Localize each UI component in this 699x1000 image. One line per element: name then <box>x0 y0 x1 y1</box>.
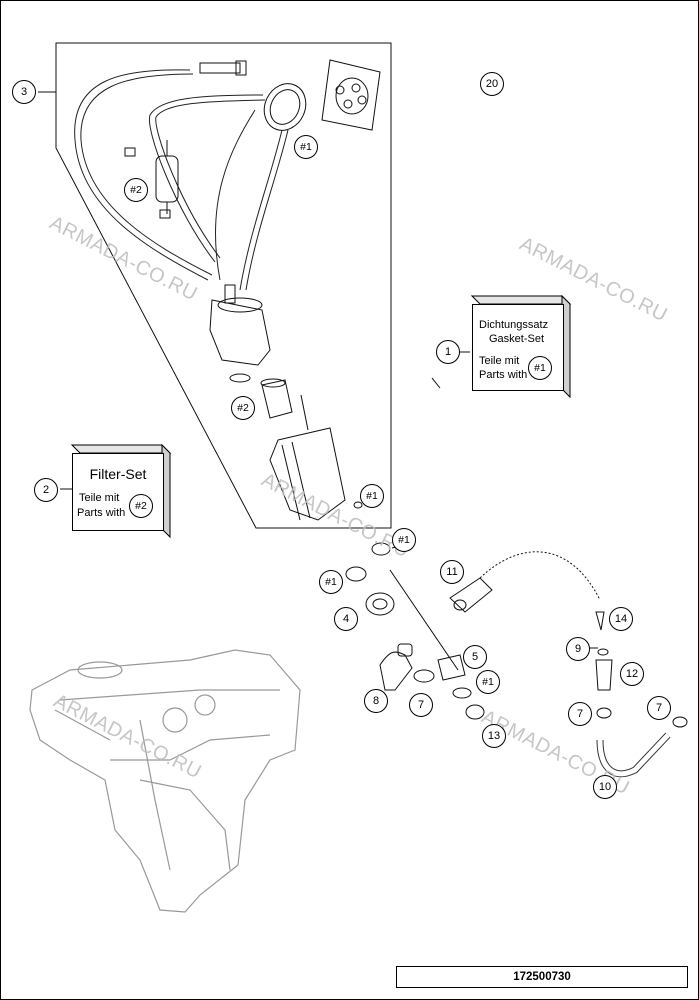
callout-12: 12 <box>620 662 644 686</box>
lower-fuel-fittings <box>345 542 688 778</box>
callout-7: 7 <box>568 702 592 726</box>
callout-7: 7 <box>409 693 433 717</box>
filter-set-parts-en: Parts with <box>77 507 126 519</box>
document-number: 172500730 <box>396 966 688 988</box>
gasket-set-box: Dichtungssatz Gasket-Set Teile mit Parts… <box>472 304 564 391</box>
gasket-set-ref-callout: #1 <box>528 356 552 380</box>
gasket-set-parts-en: Parts with <box>479 369 528 381</box>
callout-1: 1 <box>436 340 460 364</box>
inline-fuel-filter <box>124 140 179 219</box>
fuel-pump-body <box>209 284 271 383</box>
filter-sleeve <box>260 378 293 419</box>
callout-9: 9 <box>566 637 590 661</box>
sensor-cable <box>449 551 601 613</box>
electrical-connector <box>199 60 247 76</box>
gasket-set-title-en: Gasket-Set <box>489 333 545 345</box>
callout-20: 20 <box>480 72 504 96</box>
callout-3: 3 <box>12 80 36 104</box>
fuel-tank <box>29 649 301 913</box>
fuel-pump-group-outline <box>55 42 392 529</box>
callout-13: 13 <box>482 724 506 748</box>
gasket-box-shadow-top <box>470 295 572 305</box>
callout-7: 7 <box>647 696 671 720</box>
callout-14: 14 <box>609 607 633 631</box>
callout-ref-1: #1 <box>360 484 384 508</box>
callout-10: 10 <box>593 775 617 799</box>
callout-ref-2: #2 <box>124 178 148 202</box>
callout-4: 4 <box>334 607 358 631</box>
pump-strainer <box>269 394 363 521</box>
fuel-hoses <box>74 69 289 291</box>
callout-ref-1: #1 <box>392 528 416 552</box>
gasket-set-title-de: Dichtungssatz <box>479 319 549 331</box>
callout-ref-2: #2 <box>231 396 255 420</box>
callout-5: 5 <box>463 645 487 669</box>
callout-ref-1: #1 <box>476 670 500 694</box>
filter-set-title: Filter-Set <box>89 466 147 482</box>
flange-ring <box>263 83 307 131</box>
callout-8: 8 <box>364 689 388 713</box>
callout-11: 11 <box>440 560 464 584</box>
callout-ref-1: #1 <box>294 135 318 159</box>
filter-set-parts-de: Teile mit <box>79 492 120 504</box>
filter-set-box: Filter-Set Teile mit Parts with <box>72 453 164 531</box>
callout-ref-1: #1 <box>319 570 343 594</box>
filter-box-shadow-top <box>70 444 172 454</box>
filter-set-ref-callout: #2 <box>129 494 153 518</box>
gasket-set-parts-de: Teile mit <box>479 355 520 367</box>
pump-cover-plate <box>321 59 381 131</box>
callout-2: 2 <box>34 478 58 502</box>
